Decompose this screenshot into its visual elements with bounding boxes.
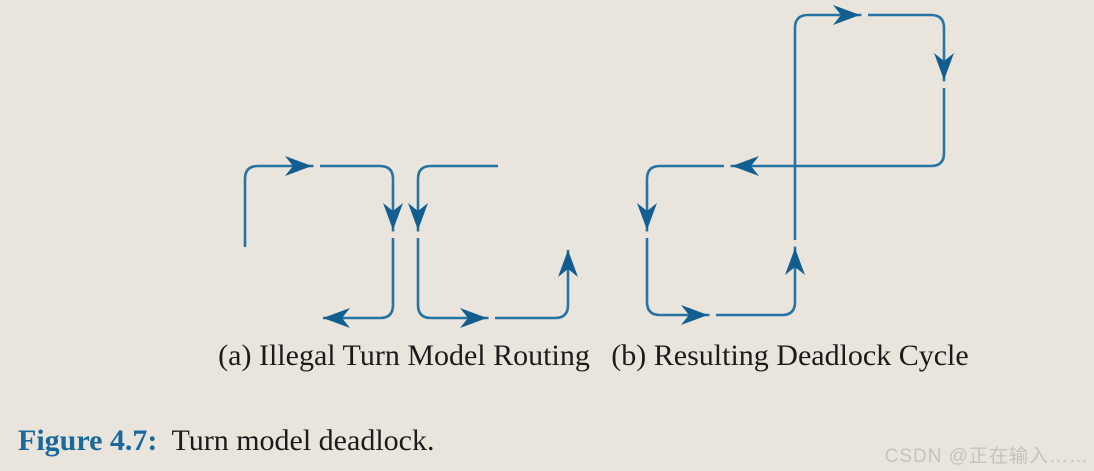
route-path-route-a-right	[416, 164, 570, 320]
route-arrowhead-down	[383, 203, 403, 230]
subfigure-caption-a: (a) Illegal Turn Model Routing	[218, 339, 590, 372]
route-arrowhead-left	[323, 308, 350, 328]
route-arrowhead-up	[785, 248, 805, 275]
route-arrowhead-down	[637, 203, 657, 230]
route-arrowhead-up	[558, 250, 578, 277]
route-path-deadlock-cycle-b	[645, 13, 946, 317]
figure-caption-text: Turn model deadlock.	[171, 424, 435, 457]
route-arrowhead-right	[460, 308, 487, 328]
watermark-text: CSDN @正在输入……	[884, 446, 1089, 467]
route-arrowhead-left	[732, 156, 759, 176]
route-arrowhead-down	[934, 53, 954, 80]
route-arrowhead-right	[833, 5, 860, 25]
route-arrowhead-down	[408, 203, 428, 230]
figure-number-label: Figure 4.7:	[18, 424, 158, 457]
route-arrowhead-right	[285, 156, 312, 176]
route-path-route-a-left	[243, 164, 395, 320]
route-arrowhead-right	[681, 305, 708, 325]
figure-caption: Figure 4.7: Turn model deadlock.	[18, 424, 434, 458]
subfigure-caption-b: (b) Resulting Deadlock Cycle	[611, 339, 969, 372]
